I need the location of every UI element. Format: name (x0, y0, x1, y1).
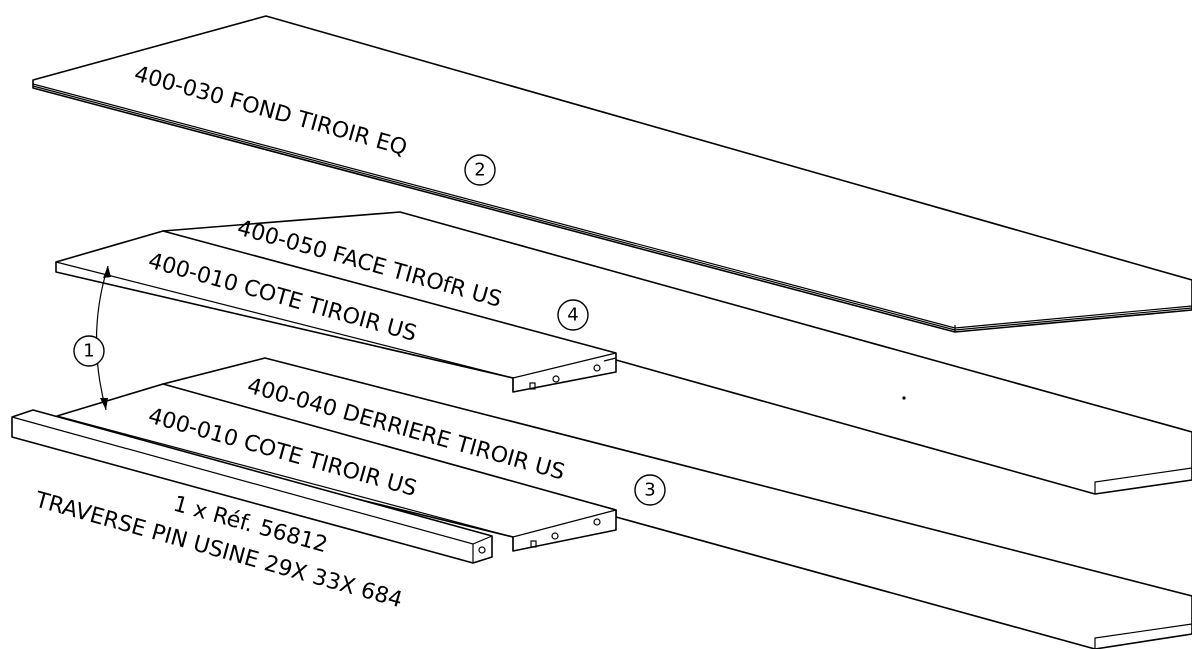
svg-text:3: 3 (644, 480, 655, 501)
svg-text:4: 4 (567, 305, 578, 326)
balloon-4: 4 (557, 299, 589, 331)
cote-bottom-board (56, 383, 617, 552)
svg-text:2: 2 (474, 160, 485, 181)
balloon-1: 1 (73, 335, 105, 367)
balloon-2: 2 (464, 154, 496, 186)
cote-top-board (55, 230, 617, 393)
distance-dimension (95, 265, 111, 411)
fond-panel (32, 15, 1192, 333)
reference-dot (902, 396, 906, 400)
traverse-bar (11, 409, 493, 564)
svg-text:1: 1 (83, 341, 94, 362)
balloon-3: 3 (634, 474, 666, 506)
